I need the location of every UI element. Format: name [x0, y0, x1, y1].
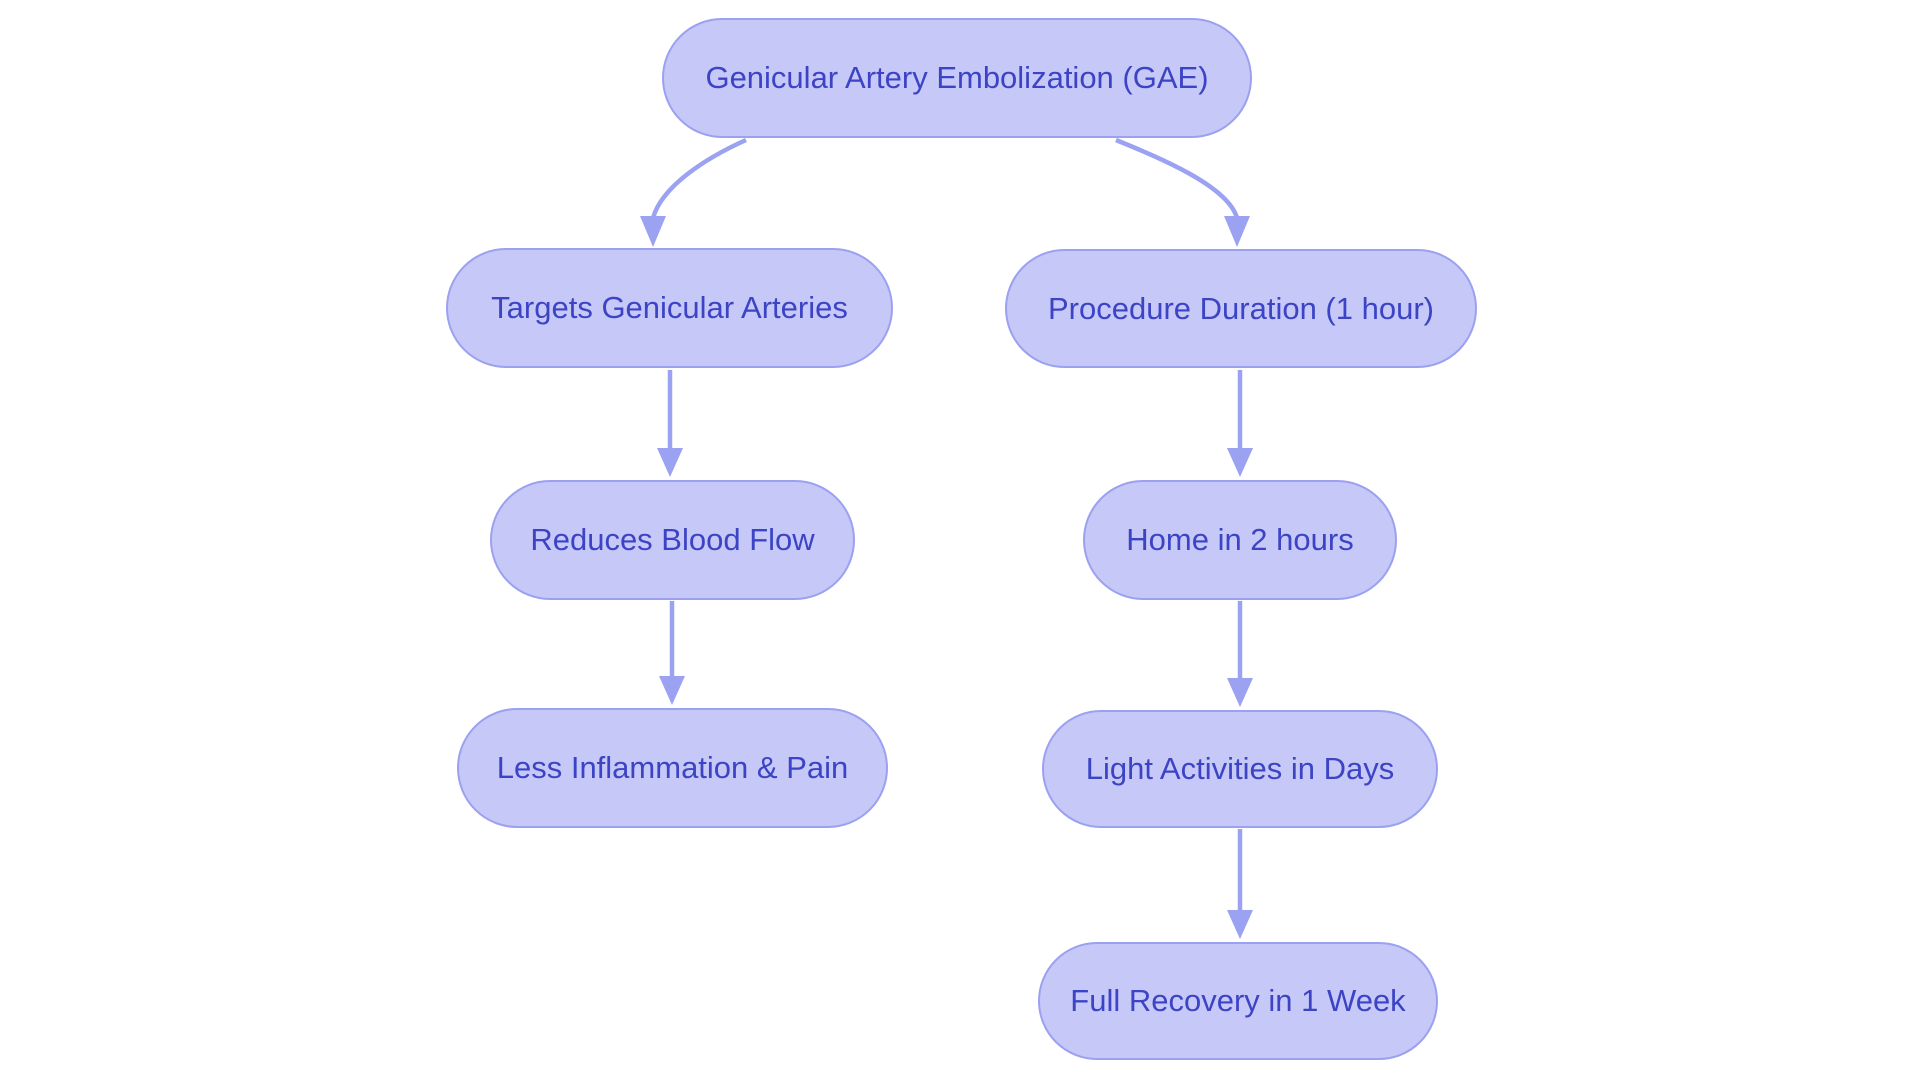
arrowhead-targets-bloodflow	[657, 448, 683, 477]
edge-gae-duration	[1115, 137, 1240, 219]
node-less-inflammation-pain: Less Inflammation & Pain	[457, 708, 888, 828]
node-light-activities: Light Activities in Days	[1042, 710, 1438, 828]
node-full-recovery: Full Recovery in 1 Week	[1038, 942, 1438, 1060]
node-genicular-artery-embolization: Genicular Artery Embolization (GAE)	[662, 18, 1252, 138]
arrowhead-gae-targets	[640, 216, 666, 247]
node-reduces-blood-flow: Reduces Blood Flow	[490, 480, 855, 600]
arrowhead-light-recovery	[1227, 910, 1253, 939]
node-home-in-2-hours: Home in 2 hours	[1083, 480, 1397, 600]
arrowhead-bloodflow-inflammation	[659, 676, 685, 705]
arrowhead-gae-duration	[1224, 216, 1250, 247]
edge-gae-targets	[650, 137, 747, 219]
arrowhead-home-light	[1227, 678, 1253, 707]
node-targets-genicular-arteries: Targets Genicular Arteries	[446, 248, 893, 368]
node-procedure-duration: Procedure Duration (1 hour)	[1005, 249, 1477, 368]
arrowhead-duration-home	[1227, 448, 1253, 477]
